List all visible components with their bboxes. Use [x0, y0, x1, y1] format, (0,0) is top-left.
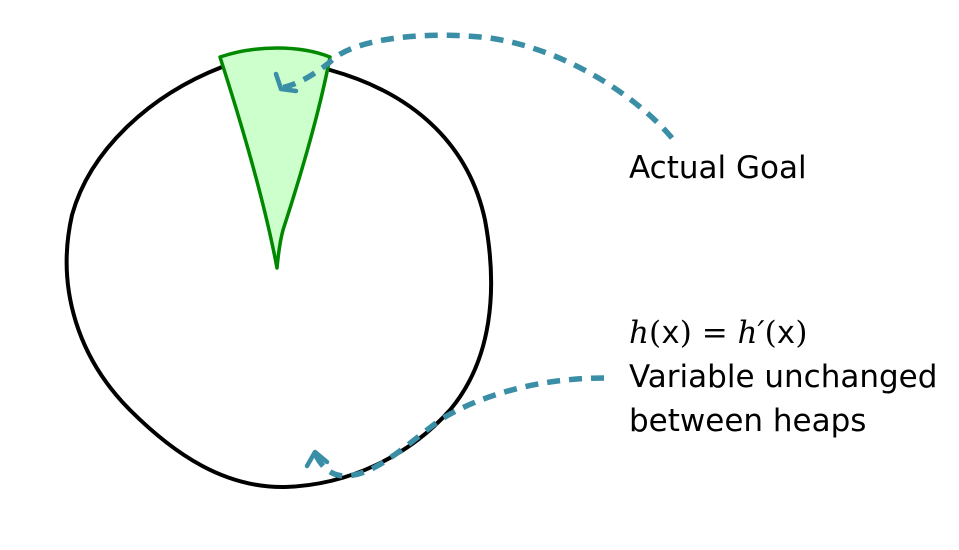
heap-equation-label: h(x) = h′(x) [629, 318, 807, 349]
actual-goal-label: Actual Goal [629, 150, 807, 186]
unchanged-arrow [312, 375, 605, 479]
goal-arrowhead [273, 71, 299, 94]
goal-arrow [280, 32, 675, 140]
heap-circle [64, 65, 494, 490]
equation-open-paren: ( [648, 315, 662, 351]
equation-h-prime: h′ [737, 315, 765, 351]
equation-open-paren-2: ( [764, 315, 777, 351]
equation-close-paren-2: ) [795, 315, 808, 351]
unchanged-label-line-2: between heaps [629, 403, 867, 439]
equation-close-paren: ) [679, 315, 692, 351]
equation-equals: = [691, 315, 738, 351]
unchanged-arrowhead [304, 449, 330, 469]
equation-var-2: x [776, 315, 796, 351]
equation-var: x [661, 315, 680, 351]
unchanged-label-line-1: Variable unchanged [629, 359, 938, 395]
goal-wedge [218, 46, 332, 270]
equation-h: h [629, 315, 649, 351]
